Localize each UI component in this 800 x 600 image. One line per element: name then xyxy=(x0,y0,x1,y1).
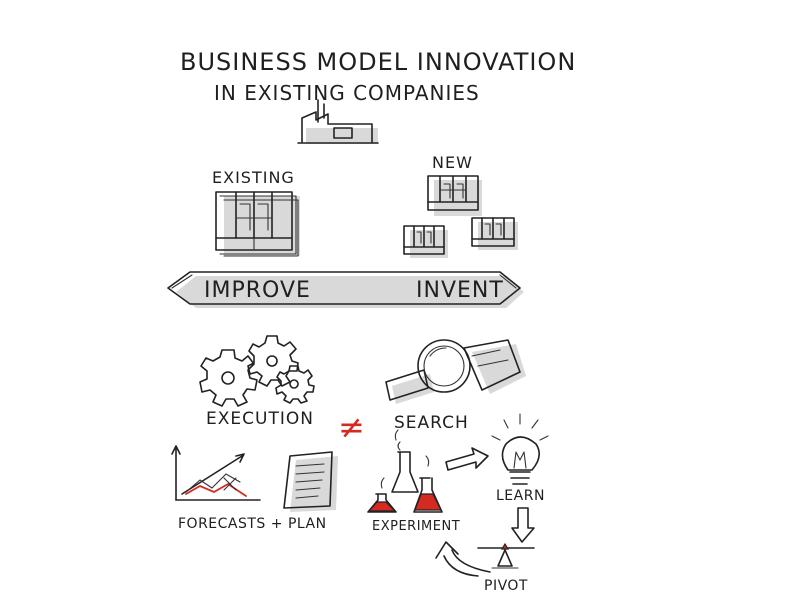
lightbulb-icon xyxy=(491,413,549,485)
experiment-flasks-icon xyxy=(367,429,443,513)
forecast-chart-icon xyxy=(171,445,261,501)
invent-label: INVENT xyxy=(416,278,504,303)
learn-label: LEARN xyxy=(496,488,545,504)
title-line-2: IN EXISTING COMPANIES xyxy=(214,81,480,105)
improve-label: IMPROVE xyxy=(204,278,311,303)
existing-business-model-icon xyxy=(215,191,300,257)
experiment-label: EXPERIMENT xyxy=(372,519,460,534)
plan-document-icon xyxy=(283,451,338,512)
not-equal-sign: ≠ xyxy=(338,408,365,446)
search-label: SEARCH xyxy=(394,413,469,433)
pivot-seesaw-icon xyxy=(477,542,535,569)
improve-invent-arrow xyxy=(167,271,524,308)
execution-label: EXECUTION xyxy=(206,409,314,429)
arrow-learn-to-pivot xyxy=(511,507,535,543)
gears-icon xyxy=(199,335,315,407)
title-line-1: BUSINESS MODEL INNOVATION xyxy=(180,48,576,76)
arrow-pivot-to-experiment xyxy=(435,541,491,577)
new-business-model-icon-3 xyxy=(471,217,518,250)
magnifier-map-icon xyxy=(385,339,526,404)
new-label: NEW xyxy=(432,153,473,172)
new-business-model-icon-2 xyxy=(403,225,448,258)
arrow-experiment-to-learn xyxy=(445,447,489,471)
pivot-label: PIVOT xyxy=(484,578,528,594)
new-business-model-icon-1 xyxy=(427,175,482,216)
factory-icon xyxy=(297,99,379,144)
forecasts-plan-label: FORECASTS + PLAN xyxy=(178,516,327,532)
existing-label: EXISTING xyxy=(212,168,295,187)
